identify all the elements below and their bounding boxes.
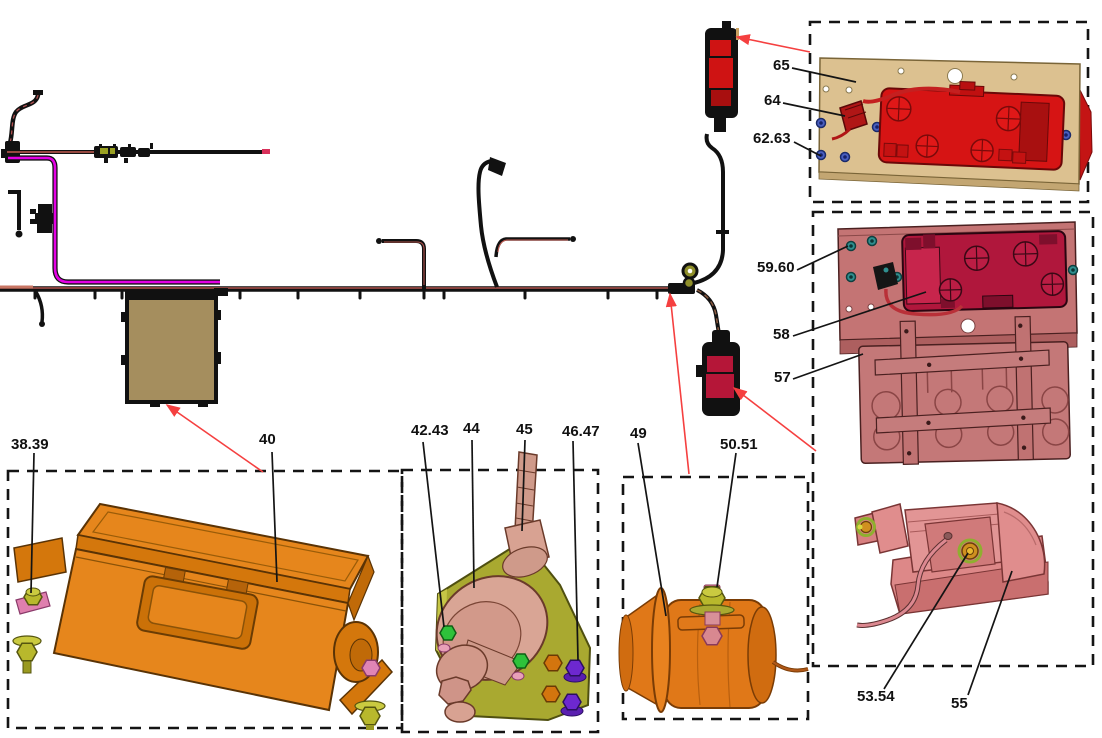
inline-connector	[30, 204, 53, 233]
license-plate-lamp	[854, 502, 1049, 628]
crimson-tail-lamp	[901, 230, 1068, 312]
battery-box-in-situ	[121, 288, 228, 407]
callout-64: 64	[764, 92, 781, 109]
switch-bolts-purple	[560, 659, 587, 717]
switch-lever	[502, 451, 550, 578]
leader-lines	[30, 67, 1013, 696]
mounting-bolts-teal	[845, 235, 1079, 283]
lamp-connector-58	[873, 262, 964, 317]
callout-65: 65	[773, 57, 790, 74]
callout-38-39: 38.39	[11, 436, 49, 453]
license-plate-holder	[858, 315, 1071, 466]
box-handle	[136, 566, 259, 650]
taillight-assembly-right	[815, 57, 1093, 192]
wiring-harness-overview	[0, 21, 740, 416]
horn-detail	[618, 584, 809, 713]
callout-44: 44	[463, 420, 480, 437]
callout-45: 45	[516, 421, 533, 438]
tail-lamp-top-side-view	[705, 21, 739, 132]
box-bolt-upper-left	[15, 587, 51, 615]
disconnect-switch-detail	[434, 451, 592, 723]
taillight-assembly-left	[837, 221, 1079, 466]
callout-53-54: 53.54	[857, 688, 895, 705]
harness-connector-cluster	[94, 146, 150, 163]
box-nut-right-pink	[361, 659, 381, 677]
panel-taillight-left-plate	[811, 210, 1095, 668]
lamp-bolt-center	[957, 538, 983, 564]
tail-lamp-bottom-side-view	[696, 330, 740, 416]
callout-46-47: 46.47	[562, 423, 600, 440]
callout-40: 40	[259, 431, 276, 448]
switch-bolts-green	[437, 625, 530, 681]
red-tail-lamp	[877, 80, 1066, 171]
battery-box-detail	[12, 502, 394, 730]
callout-62-63: 62.63	[753, 130, 791, 147]
panel-horn	[621, 475, 810, 721]
panel-disconnect-switch	[400, 468, 600, 734]
locator-arrows	[165, 34, 817, 475]
lamp-connector-64	[831, 100, 868, 141]
callout-49: 49	[630, 425, 647, 442]
callout-50-51: 50.51	[720, 436, 758, 453]
box-bolt-lower-right	[354, 700, 386, 730]
callout-55: 55	[951, 695, 968, 712]
callout-42-43: 42.43	[411, 422, 449, 439]
box-bolt-lower-left	[12, 635, 42, 674]
horn-bolt-stack	[689, 584, 735, 646]
callout-57: 57	[774, 369, 791, 386]
callout-58: 58	[773, 326, 790, 343]
callout-59-60: 59.60	[757, 259, 795, 276]
switch-nuts-orange	[541, 654, 563, 703]
ring-terminal-junction	[668, 262, 699, 294]
lamp-bolt-left	[856, 517, 876, 537]
